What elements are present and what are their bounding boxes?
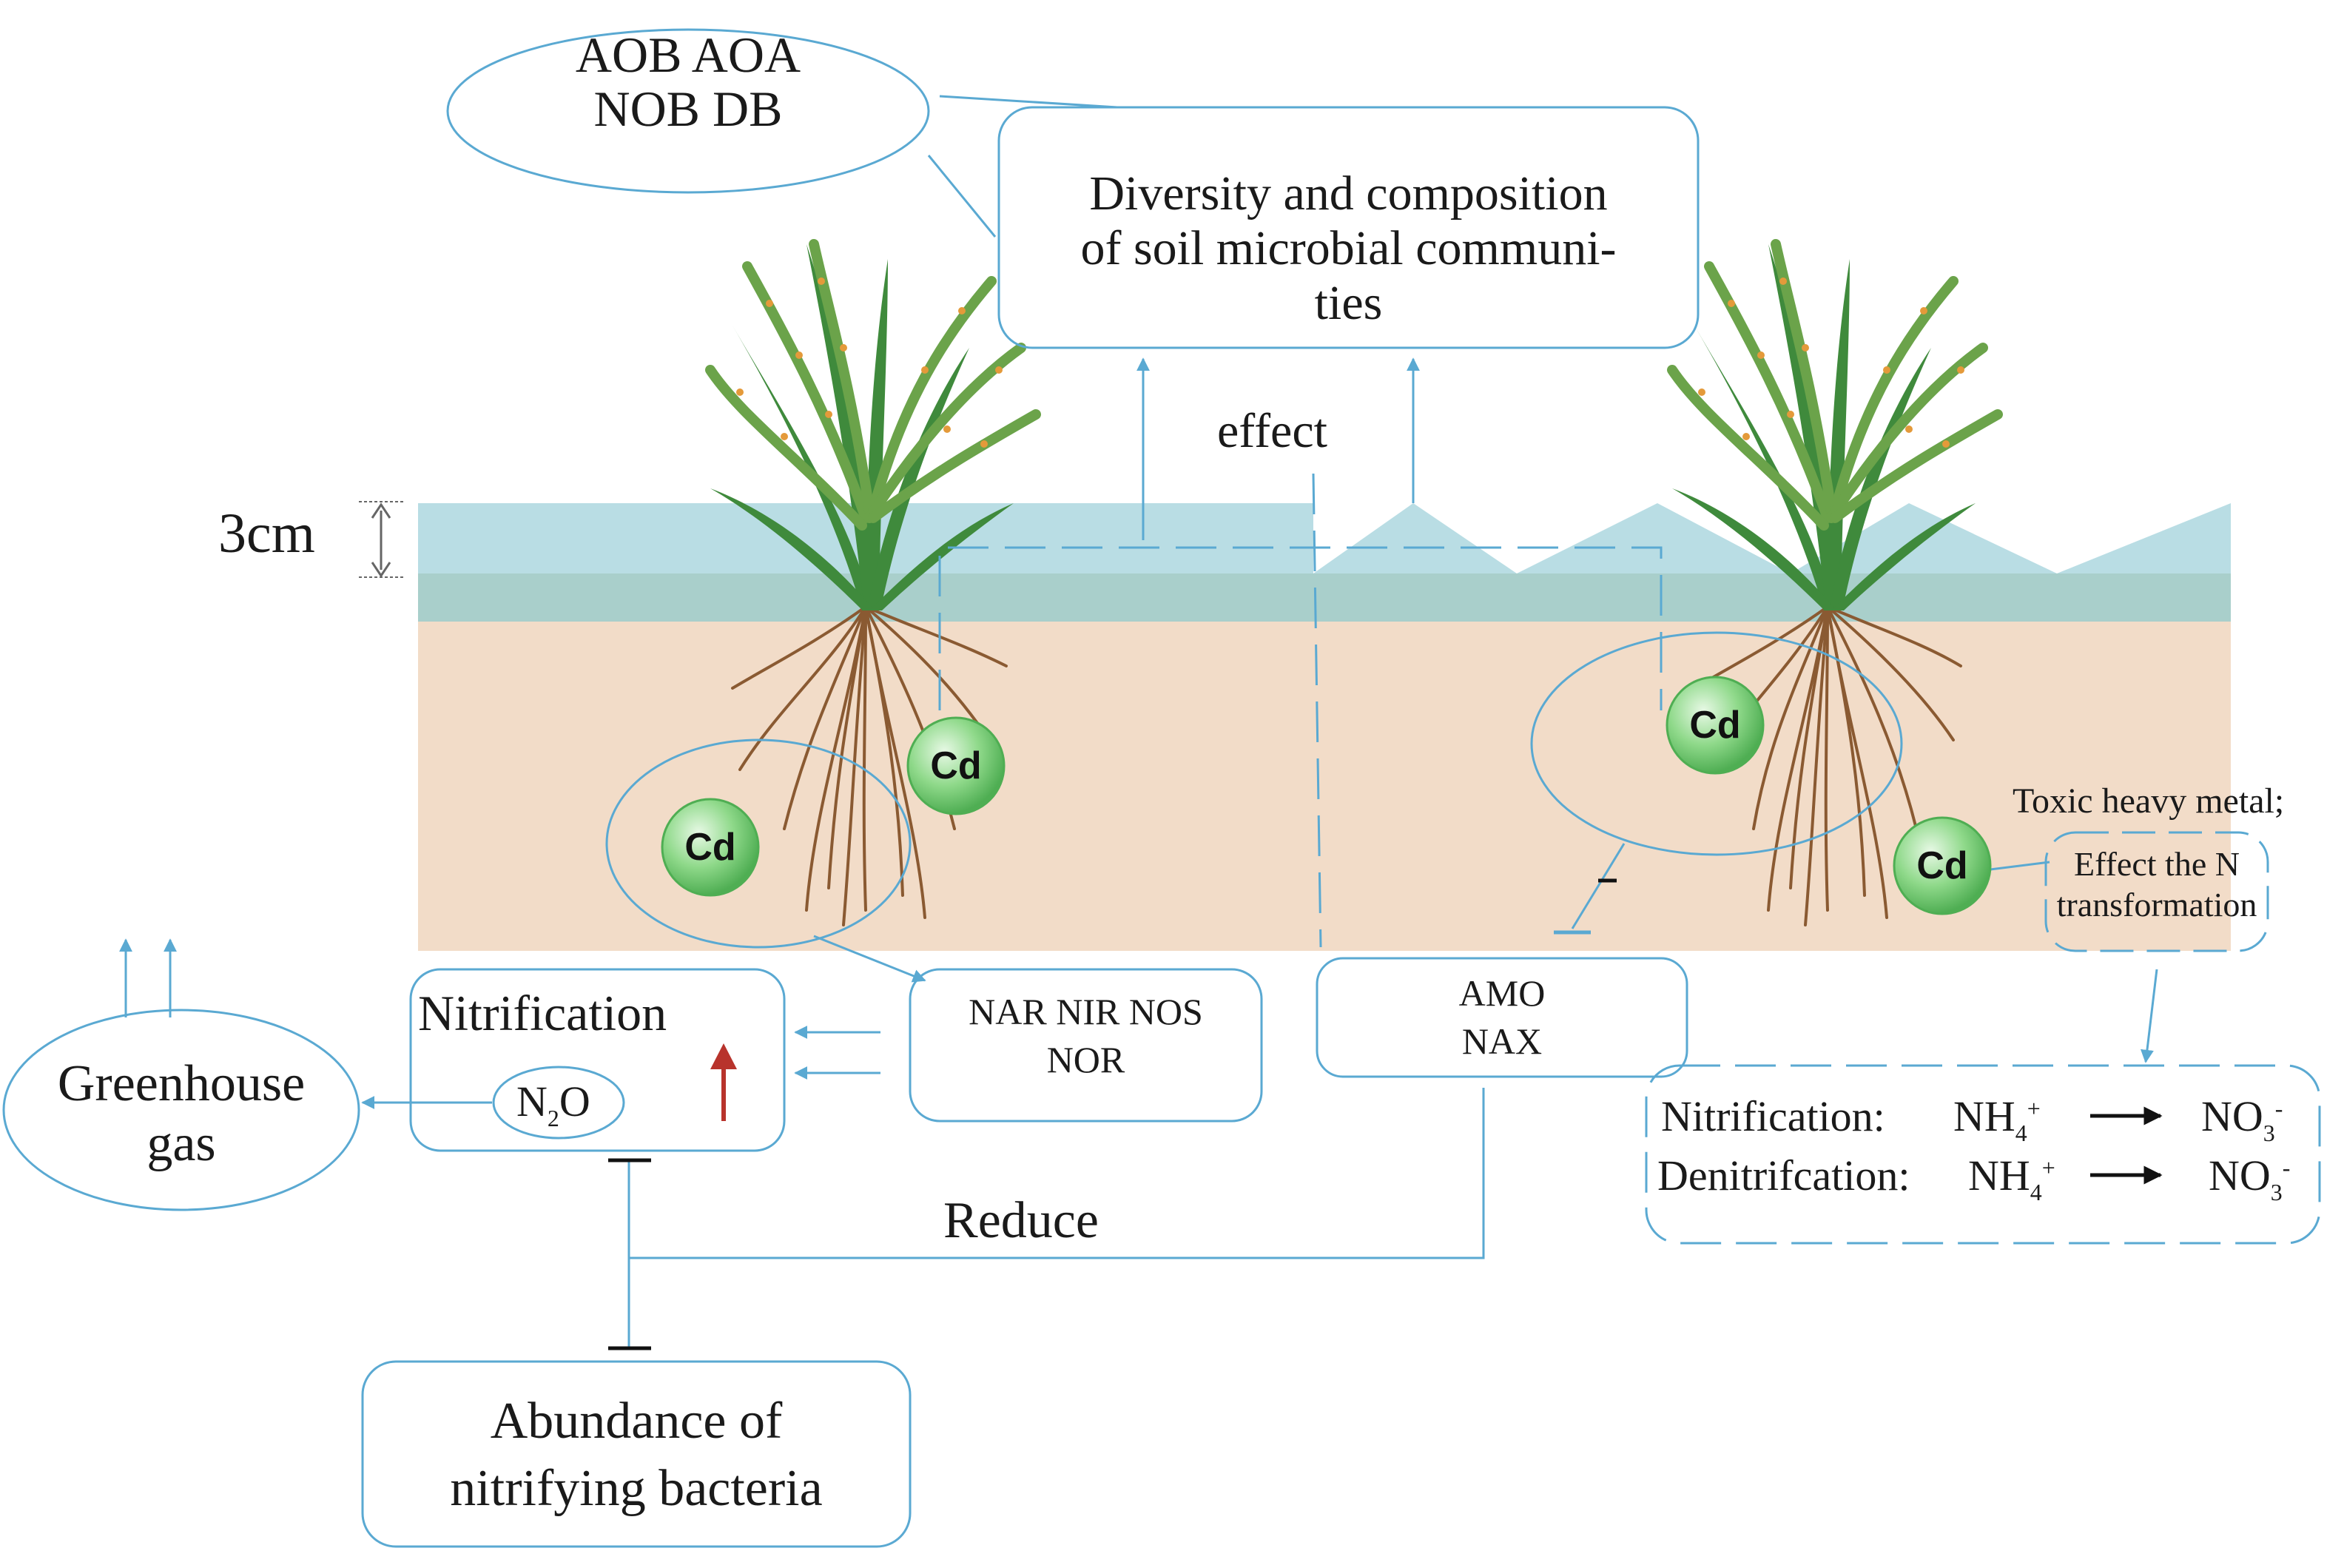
- microbe-groups-line-1: AOB AOA: [575, 27, 801, 83]
- enzymes-right-label: AMO NAX: [1321, 969, 1683, 1066]
- reaction-2-reactant: NH4+: [1968, 1151, 2055, 1206]
- diversity-box: [997, 106, 1700, 349]
- reduce-label: Reduce: [943, 1192, 1099, 1249]
- toxic-effect-line-2: transformation: [2056, 886, 2257, 924]
- cd-to-toxic-line: [1990, 861, 2050, 871]
- grains-right: [1698, 277, 1964, 448]
- diversity-line-1: Diversity and composition: [1089, 166, 1608, 221]
- reaction-1-label: Nitrification:: [1661, 1092, 1885, 1140]
- enzymes-right-line-1: AMO: [1458, 972, 1546, 1014]
- inhibition-marks: [608, 878, 1617, 1350]
- microbe-groups-label: AOB AOA NOB DB: [518, 27, 858, 138]
- diversity-label: Diversity and composition of soil microb…: [1003, 166, 1694, 331]
- reaction-1-product: NO3-: [2201, 1092, 2283, 1147]
- nitrification-title: Nitrification: [418, 985, 667, 1041]
- grains-left: [736, 277, 1003, 448]
- reaction-2-product: NO3-: [2209, 1151, 2291, 1206]
- enzymes-left-label: NAR NIR NOS NOR: [914, 988, 1258, 1084]
- oval-to-box-line-side: [927, 155, 997, 238]
- connectors: [119, 95, 2158, 1347]
- rice-plant-left: [705, 239, 1041, 926]
- greenhouse-line-2: gas: [146, 1114, 216, 1172]
- microbe-groups-line-2: NOB DB: [593, 81, 783, 138]
- enzymes-left-line-2: NOR: [1046, 1039, 1125, 1080]
- rice-plant-right: [1667, 239, 2003, 926]
- cd-ellipse-right: [1530, 631, 1903, 856]
- aob-oval: [446, 28, 930, 194]
- shapes: [2, 28, 2321, 1548]
- n2o-o: O: [559, 1077, 590, 1125]
- reaction-arrows: [2090, 1106, 2163, 1185]
- effect-label: effect: [1217, 404, 1327, 458]
- n2o-oval: [492, 1066, 625, 1140]
- toxic-to-reactions-arrow: [2140, 969, 2158, 1063]
- toxic-effect-label: Effect the N transformation: [2050, 844, 2264, 925]
- enzymes-left-line-1: NAR NIR NOS: [969, 991, 1203, 1032]
- enzymes-box-left: [909, 968, 1263, 1123]
- reaction-1-reactant: NH4+: [1953, 1092, 2041, 1147]
- cd-marker-3: Cd: [1666, 676, 1765, 775]
- cd-marker-1: Cd: [906, 716, 1006, 815]
- enzymes-box-right: [1316, 957, 1688, 1078]
- nitrification-box: [409, 968, 786, 1152]
- cd-marker-4: Cd: [1893, 816, 1992, 915]
- roots-left: [731, 605, 1008, 926]
- n2o-label: N2O: [516, 1077, 590, 1131]
- depth-indicator: [359, 501, 403, 578]
- increase-arrow: [710, 1043, 737, 1121]
- n2o-subscript: 2: [547, 1106, 559, 1132]
- water-bottom-band-right: [1313, 573, 2231, 622]
- panicles-left: [705, 239, 1041, 531]
- greenhouse-oval: [2, 1009, 360, 1211]
- soil-panel: [418, 503, 2231, 951]
- ellipse-to-enzymes-arrow: [813, 935, 926, 983]
- n2o-n: N: [516, 1077, 548, 1125]
- reduce-line: [629, 1088, 1485, 1259]
- depth-label: 3cm: [218, 502, 315, 565]
- greenhouse-label: Greenhouse gas: [11, 1054, 351, 1174]
- cd-label-1: Cd: [930, 744, 981, 787]
- oval-to-box-line-top: [939, 95, 1118, 109]
- diversity-line-3: ties: [1314, 275, 1383, 330]
- abundance-line-1: Abundance of: [490, 1393, 783, 1450]
- reaction-2-label: Denitrifcation:: [1657, 1151, 1910, 1199]
- greenhouse-line-1: Greenhouse: [57, 1055, 306, 1112]
- abundance-line-2: nitrifying bacteria: [450, 1460, 823, 1517]
- diversity-line-2: of soil microbial communi-: [1080, 221, 1617, 275]
- abundance-box: [361, 1360, 912, 1548]
- cd-marker-2: Cd: [661, 798, 760, 897]
- cd-label-4: Cd: [1916, 844, 1967, 887]
- ellipse-inhibition-line: [1571, 843, 1626, 929]
- toxic-box: [2044, 831, 2269, 952]
- panicles-right: [1667, 239, 2003, 531]
- toxic-caption: Toxic heavy metal;: [2013, 781, 2285, 821]
- reactions-box: [1645, 1064, 2321, 1245]
- toxic-effect-line-1: Effect the N: [2074, 845, 2240, 883]
- cd-markers: Cd Cd Cd Cd: [661, 676, 1992, 915]
- cd-label-2: Cd: [684, 826, 735, 869]
- dashed-bracket: [938, 546, 1663, 710]
- cd-ellipse-left: [605, 738, 912, 949]
- dashed-divider: [1312, 473, 1322, 948]
- cd-label-3: Cd: [1689, 704, 1740, 747]
- roots-right: [1693, 605, 1962, 926]
- enzymes-right-line-2: NAX: [1461, 1020, 1543, 1062]
- abundance-label: Abundance of nitrifying bacteria: [370, 1387, 903, 1522]
